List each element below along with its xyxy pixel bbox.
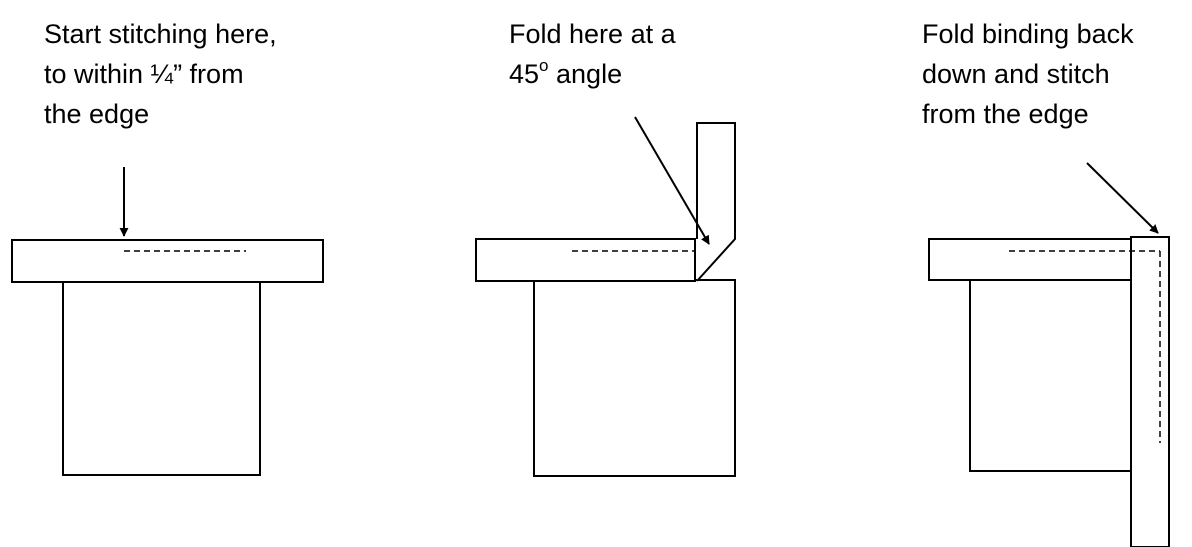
- step-1-caption-line: Start stitching here,: [44, 19, 277, 49]
- step-3-figure: [928, 162, 1170, 547]
- step-1-caption-line: to within ¼” from: [44, 59, 244, 89]
- step-1-figure: [11, 167, 324, 476]
- step-2-figure: [475, 116, 736, 477]
- angle-suffix: angle: [548, 59, 623, 89]
- step-2-binding-strip: [475, 238, 696, 282]
- step-3-caption-line: down and stitch: [922, 59, 1110, 89]
- step-3-arrow: [1086, 162, 1159, 234]
- degree-mark: o: [539, 56, 549, 75]
- angle-value: 45: [509, 59, 540, 89]
- step-3-caption-line: Fold binding back: [922, 19, 1134, 49]
- step-3-binding-strip: [928, 238, 1134, 281]
- step-1-quilt-body: [62, 281, 261, 476]
- step-1-caption: Start stitching here, to within ¼” from …: [44, 14, 277, 134]
- step-2-folded-binding: [696, 122, 736, 282]
- step-2-caption-line: Fold here at a: [509, 19, 676, 49]
- step-1-binding-strip: [11, 239, 324, 283]
- step-2-caption: Fold here at a 45o angle: [509, 14, 676, 94]
- step-2-arrow: [634, 116, 710, 245]
- step-1-caption-line: the edge: [44, 99, 150, 129]
- step-3-quilt-body: [969, 278, 1134, 472]
- step-2-angle-line: 45o angle: [509, 54, 676, 94]
- step-2-quilt-body: [533, 279, 736, 477]
- step-3-folded-binding: [1130, 236, 1170, 547]
- step-3-caption: Fold binding back down and stitch from t…: [922, 14, 1134, 134]
- step-3-caption-line: from the edge: [922, 99, 1089, 129]
